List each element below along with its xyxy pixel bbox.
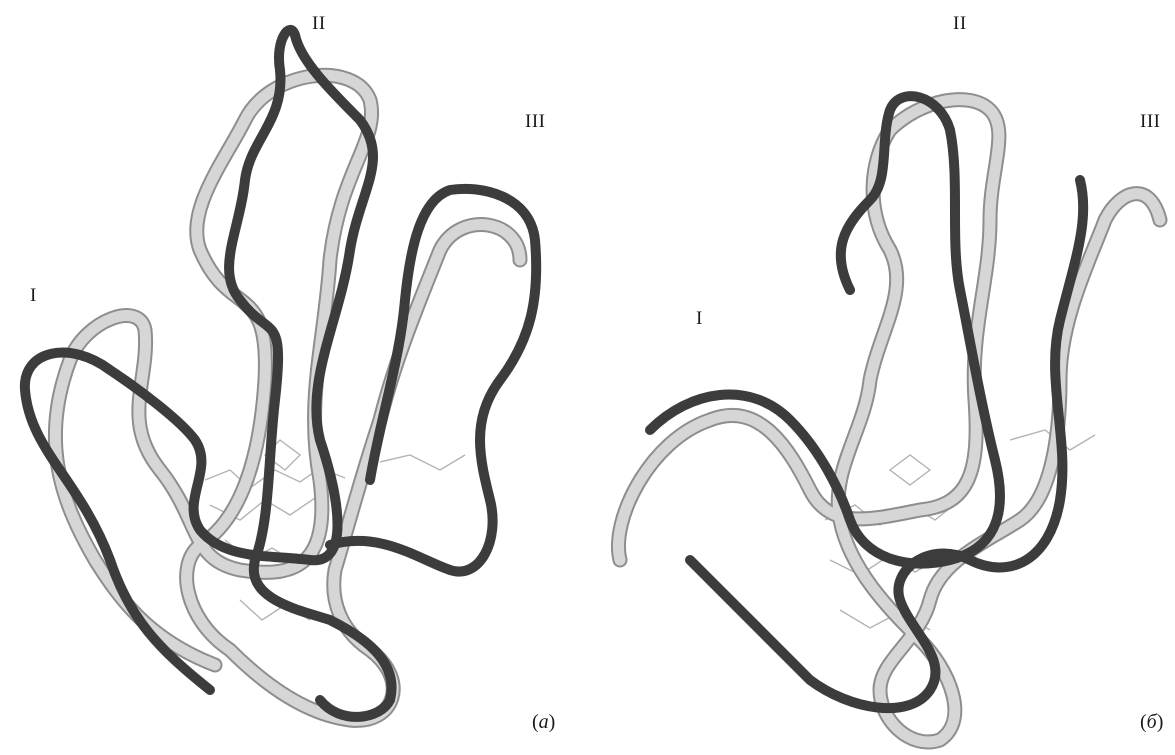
panel-caption-b: (б) <box>1140 712 1163 732</box>
loop-label-I: I <box>696 309 703 328</box>
loop-label-II: II <box>953 14 967 33</box>
loop-label-III: III <box>525 112 545 131</box>
light-ribbon-a <box>55 75 520 720</box>
protein-ribbon-overlay-b <box>590 0 1175 755</box>
loop-label-I: I <box>30 286 37 305</box>
structure-panel-b: I II III (б) <box>590 0 1175 755</box>
panel-letter-b: б <box>1147 711 1157 733</box>
panel-letter-a: a <box>539 711 549 733</box>
dark-ribbon-a <box>25 30 536 717</box>
protein-ribbon-overlay-a <box>0 0 590 755</box>
panel-caption-a: (a) <box>532 712 555 732</box>
loop-label-III: III <box>1140 112 1160 131</box>
loop-label-II: II <box>312 14 326 33</box>
structure-panel-a: I II III (a) <box>0 0 590 755</box>
